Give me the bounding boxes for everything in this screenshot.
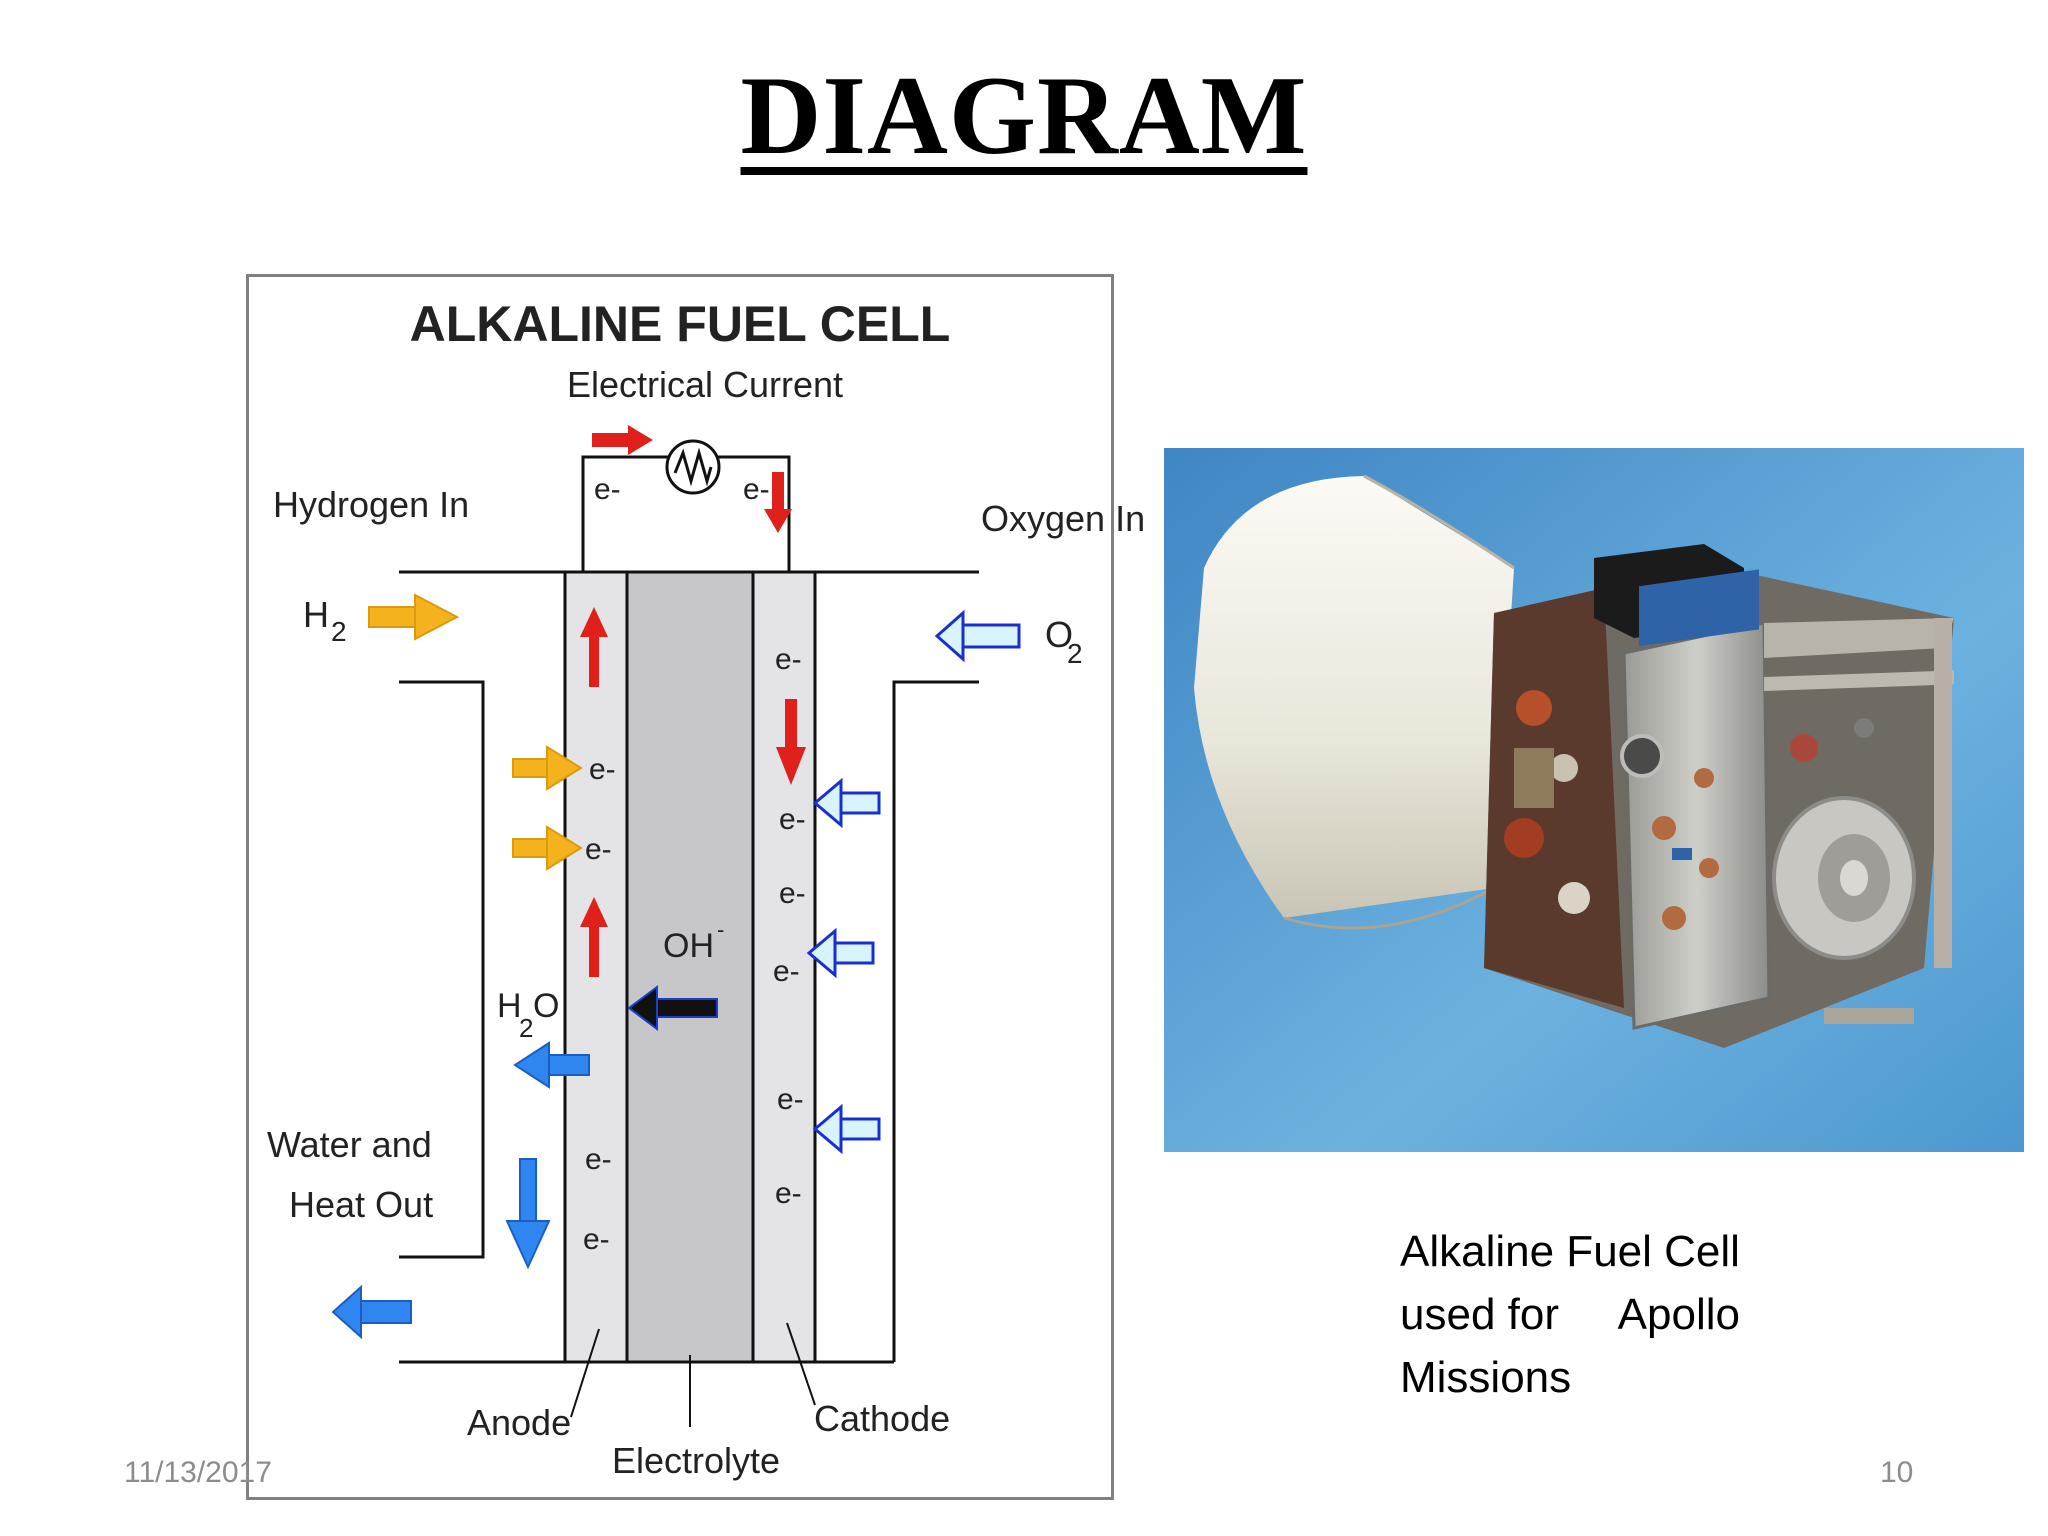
anode-leader-line <box>570 1328 600 1418</box>
anode-label: Anode <box>467 1402 571 1443</box>
o2-label: O <box>1045 614 1073 655</box>
fuel-cell-photo-illustration <box>1164 448 2024 1152</box>
hydroxide-superscript: - <box>717 917 724 942</box>
red-down-arrow <box>776 699 806 785</box>
fuel-cell-diagram-svg: ALKALINE FUEL CELL Electrical Current e-… <box>267 296 1145 1481</box>
slide-title: DIAGRAM <box>0 52 2048 181</box>
footer-date: 11/13/2017 <box>124 1456 272 1489</box>
electron-label: e- <box>779 803 806 836</box>
hydroxide-arrow <box>627 985 718 1031</box>
electron-label: e- <box>743 473 770 506</box>
h2o-label: H <box>497 987 522 1025</box>
slide-title-text: DIAGRAM <box>740 54 1308 178</box>
oxygen-in-label: Oxygen In <box>981 498 1145 539</box>
right-housing <box>892 680 979 1362</box>
photo-caption: Alkaline Fuel Cell used for Apollo Missi… <box>1400 1227 1740 1402</box>
hydrogen-arrow <box>512 825 583 871</box>
hydrogen-inflow-arrow <box>368 593 460 641</box>
water-arrow <box>513 1041 590 1089</box>
hydroxide-label: OH <box>663 927 714 965</box>
front-panel <box>1622 621 1771 1030</box>
red-down-arrow <box>764 472 792 533</box>
h2o-subscript: 2 <box>519 1013 533 1043</box>
left-housing <box>399 680 485 1259</box>
oxygen-arrow <box>812 777 881 829</box>
fuel-cell-diagram: ALKALINE FUEL CELL Electrical Current e-… <box>246 274 1145 1500</box>
page-number: 10 <box>1880 1456 1914 1489</box>
diagram-heading: ALKALINE FUEL CELL <box>410 296 951 352</box>
red-current-arrow <box>592 425 653 455</box>
electrolyte-label: Electrolyte <box>612 1440 780 1481</box>
electron-label: e- <box>585 833 612 866</box>
electron-label: e- <box>777 1083 804 1116</box>
h2o-label-end: O <box>533 987 559 1025</box>
electron-label: e- <box>775 1177 802 1210</box>
oxygen-arrow <box>812 1103 881 1155</box>
electron-label: e- <box>583 1223 610 1256</box>
water-down-arrow <box>505 1158 551 1270</box>
red-up-arrow <box>580 897 608 977</box>
h2-subscript: 2 <box>331 616 347 647</box>
load-zigzag <box>673 447 713 487</box>
o2-subscript: 2 <box>1067 638 1083 669</box>
electron-label: e- <box>585 1143 612 1176</box>
electron-label: e- <box>594 473 621 506</box>
hydrogen-arrow <box>512 745 583 791</box>
electron-label: e- <box>775 643 802 676</box>
electron-label: e- <box>589 753 616 786</box>
nameplate <box>1639 569 1759 647</box>
water-outflow-arrow <box>331 1284 412 1340</box>
insulated-cylinder <box>1194 476 1514 918</box>
h2-label: H <box>303 594 329 635</box>
load-symbol <box>665 439 721 495</box>
electron-label: e- <box>779 877 806 910</box>
red-up-arrow <box>580 607 608 687</box>
cathode-label: Cathode <box>814 1398 950 1439</box>
electron-label: e- <box>773 955 800 988</box>
hydrogen-in-label: Hydrogen In <box>273 484 469 525</box>
water-heat-out-label: Water and <box>267 1124 432 1165</box>
electrolyte-layer <box>625 570 755 1364</box>
oxygen-inflow-arrow <box>934 609 1021 663</box>
fuel-cell-photo <box>1164 448 2024 1152</box>
electrical-current-label: Electrical Current <box>567 364 843 405</box>
cathode-leader-line <box>786 1322 816 1406</box>
cathode-layer <box>751 570 817 1364</box>
water-heat-out-label-line2: Heat Out <box>289 1184 433 1225</box>
oxygen-arrow <box>806 927 875 979</box>
